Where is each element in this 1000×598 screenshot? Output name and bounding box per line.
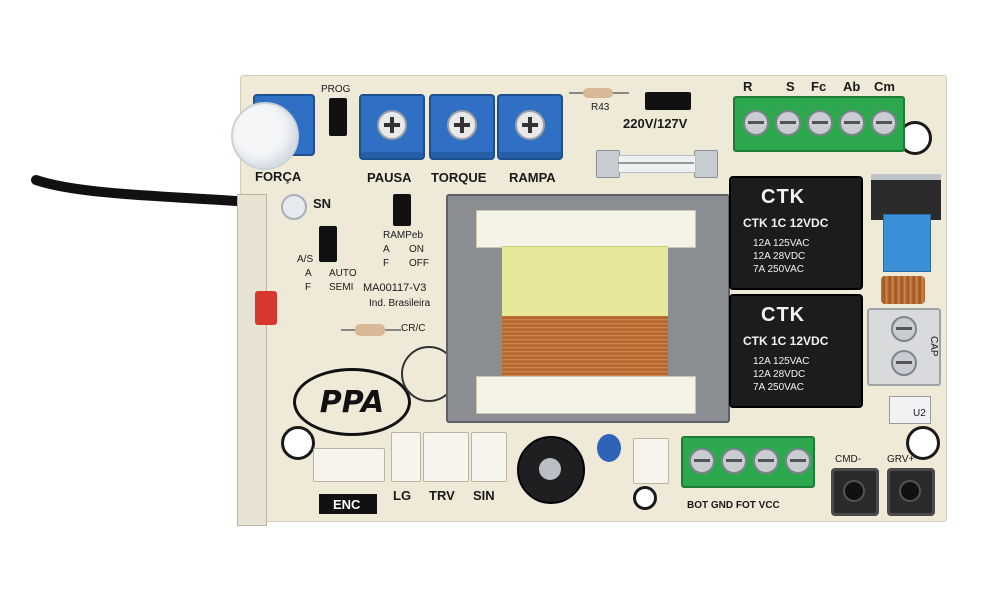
terminal-label-s: S bbox=[786, 79, 795, 94]
lg-label: LG bbox=[393, 488, 412, 503]
aux-connector[interactable] bbox=[633, 438, 669, 484]
as-a: A bbox=[305, 268, 312, 279]
transformer-coil bbox=[502, 316, 668, 376]
mount-hole-bottom-right bbox=[906, 426, 940, 460]
cmd-label: CMD- bbox=[835, 454, 862, 465]
as-auto: AUTO bbox=[329, 268, 357, 279]
r43-label: R43 bbox=[591, 102, 610, 113]
voltage-regulator bbox=[871, 174, 941, 220]
torque-trimmer[interactable] bbox=[429, 94, 495, 160]
sn-label: SN bbox=[313, 196, 332, 211]
relay-2-model: CTK 1C 12VDC bbox=[743, 334, 829, 348]
made-in-label: Ind. Brasileira bbox=[369, 298, 431, 309]
resistor-cr bbox=[341, 324, 401, 336]
pausa-trimmer[interactable] bbox=[359, 94, 425, 160]
relay-1-spec-3: 7A 250VAC bbox=[753, 264, 804, 275]
u2-label: U2 bbox=[913, 408, 926, 419]
white-knob[interactable] bbox=[231, 102, 299, 170]
lg-connector[interactable] bbox=[391, 432, 421, 482]
terminal-screw-r[interactable] bbox=[743, 110, 769, 136]
bottom-terminal-label: BOT GND FOT VCC bbox=[687, 500, 780, 511]
relay-1-spec-2: 12A 28VDC bbox=[753, 251, 806, 262]
grv-label: GRV+ bbox=[887, 454, 915, 465]
sin-connector[interactable] bbox=[471, 432, 507, 482]
rampeb-f: F bbox=[383, 258, 390, 269]
cap-screw-2[interactable] bbox=[891, 350, 917, 376]
transformer bbox=[446, 194, 730, 423]
rampa-label: RAMPA bbox=[509, 170, 556, 185]
terminal-label-fc: Fc bbox=[811, 79, 827, 94]
top-terminal-block[interactable] bbox=[733, 96, 905, 152]
enc-connector[interactable] bbox=[313, 448, 385, 482]
terminal-label-cm: Cm bbox=[874, 79, 895, 94]
rampeb-title: RAMPeb bbox=[383, 230, 424, 241]
relay-1-model: CTK 1C 12VDC bbox=[743, 216, 829, 230]
prog-jumper[interactable] bbox=[329, 98, 347, 136]
model-code: MA00117-V3 bbox=[363, 282, 427, 294]
rampeb-off: OFF bbox=[409, 258, 429, 269]
as-title: A/S bbox=[297, 254, 314, 265]
terminal-label-r: R bbox=[743, 79, 753, 94]
relay-1-spec-1: 12A 125VAC bbox=[753, 238, 810, 249]
bottom-terminal-block[interactable] bbox=[681, 436, 815, 488]
relay-2: CTK CTK 1C 12VDC 12A 125VAC 12A 28VDC 7A… bbox=[729, 294, 863, 408]
as-semi: SEMI bbox=[329, 282, 354, 293]
electrolytic-capacitor bbox=[517, 436, 585, 504]
relay-2-brand: CTK bbox=[761, 304, 806, 326]
enc-label: ENC bbox=[333, 497, 361, 512]
red-component bbox=[255, 291, 277, 325]
terminal-screw-vcc[interactable] bbox=[785, 448, 811, 474]
fuse bbox=[596, 148, 718, 178]
trv-label: TRV bbox=[429, 488, 455, 503]
resistor-r43 bbox=[569, 88, 629, 98]
blue-capacitor bbox=[883, 214, 931, 272]
cap-terminal[interactable] bbox=[867, 308, 941, 386]
trv-connector[interactable] bbox=[423, 432, 469, 482]
rampeb-on: ON bbox=[409, 244, 424, 255]
circuit-board: PROG FORÇA PAUSA TORQUE RAMPA R43 220V/1… bbox=[231, 75, 947, 526]
voltage-jumper[interactable] bbox=[645, 92, 691, 110]
cap-label: CAP bbox=[928, 336, 939, 357]
terminal-screw-ab[interactable] bbox=[839, 110, 865, 136]
terminal-screw-cm[interactable] bbox=[871, 110, 897, 136]
cmd-button[interactable] bbox=[831, 468, 879, 516]
transformer-tape bbox=[502, 246, 668, 317]
terminal-screw-s[interactable] bbox=[775, 110, 801, 136]
terminal-screw-fot[interactable] bbox=[753, 448, 779, 474]
terminal-label-ab: Ab bbox=[843, 79, 861, 94]
relay-2-spec-3: 7A 250VAC bbox=[753, 382, 804, 393]
inductor bbox=[881, 276, 925, 304]
enc-label-box bbox=[319, 494, 377, 514]
rampeb-a: A bbox=[383, 244, 390, 255]
ppa-logo-text: PPA bbox=[319, 384, 385, 420]
forca-potentiometer[interactable] bbox=[231, 88, 315, 170]
torque-label: TORQUE bbox=[431, 170, 487, 185]
as-f: F bbox=[305, 282, 312, 293]
voltage-label: 220V/127V bbox=[623, 116, 688, 131]
ceramic-capacitor bbox=[597, 434, 621, 462]
cr-label: CR/C bbox=[401, 323, 426, 334]
as-jumper[interactable] bbox=[319, 226, 337, 262]
mount-hole-left bbox=[281, 426, 315, 460]
forca-label: FORÇA bbox=[255, 169, 302, 184]
relay-2-spec-2: 12A 28VDC bbox=[753, 369, 806, 380]
terminal-screw-bot[interactable] bbox=[689, 448, 715, 474]
rampa-trimmer[interactable] bbox=[497, 94, 563, 160]
pausa-label: PAUSA bbox=[367, 170, 412, 185]
relay-2-spec-1: 12A 125VAC bbox=[753, 356, 810, 367]
relay-1: CTK CTK 1C 12VDC 12A 125VAC 12A 28VDC 7A… bbox=[729, 176, 863, 290]
mount-hole-bottom-mid bbox=[633, 486, 657, 510]
ppa-logo: PPA bbox=[293, 368, 411, 436]
terminal-screw-fc[interactable] bbox=[807, 110, 833, 136]
sin-label: SIN bbox=[473, 488, 495, 503]
jumper-center[interactable] bbox=[393, 194, 411, 226]
edge-connector bbox=[237, 194, 267, 526]
prog-label: PROG bbox=[321, 84, 351, 95]
terminal-screw-gnd[interactable] bbox=[721, 448, 747, 474]
chip-u2 bbox=[889, 396, 931, 424]
cap-screw-1[interactable] bbox=[891, 316, 917, 342]
grv-button[interactable] bbox=[887, 468, 935, 516]
led bbox=[281, 194, 307, 220]
relay-1-brand: CTK bbox=[761, 186, 806, 208]
